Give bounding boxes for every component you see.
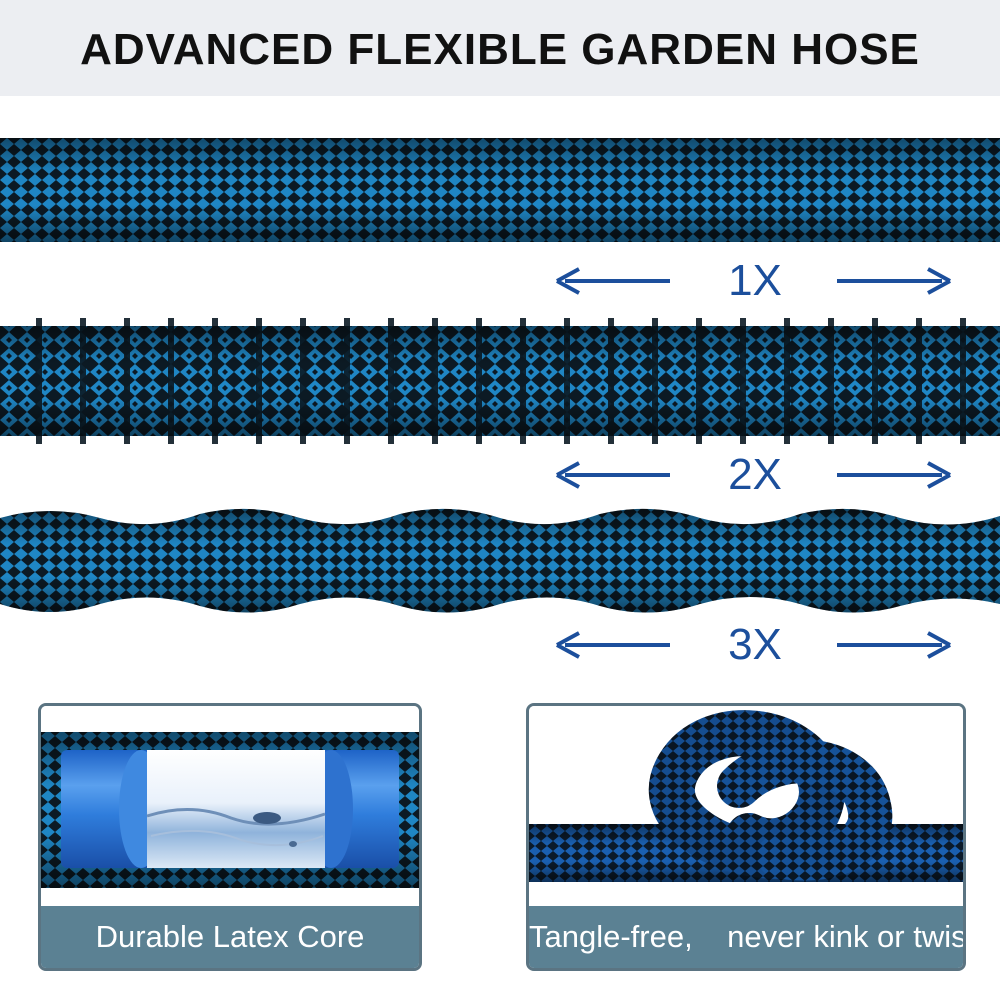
stretch-label-2x: 2X [728,450,782,499]
hose-knot-illustration [529,706,963,906]
stretch-indicator-1x: 1X [545,256,965,306]
latex-core-caption: Durable Latex Core [41,906,419,968]
tangle-free-caption: Tangle-free, never kink or twist [529,906,963,968]
stretch-indicator-3x: 3X [545,620,965,670]
latex-core-illustration [41,706,419,906]
stretch-label-3x: 3X [728,620,782,669]
title-banner [0,0,1000,96]
page-title: ADVANCED FLEXIBLE GARDEN HOSE [80,25,920,74]
latex-core-panel: Durable Latex Core [38,703,422,971]
stretch-indicator-2x: 2X [545,450,965,500]
stretch-label-1x: 1X [728,256,782,305]
hose-1x-image [0,138,1000,242]
hose-2x-image [0,318,1000,444]
tangle-free-panel: Tangle-free, never kink or twist [526,703,966,971]
hose-3x-image [0,508,1000,613]
